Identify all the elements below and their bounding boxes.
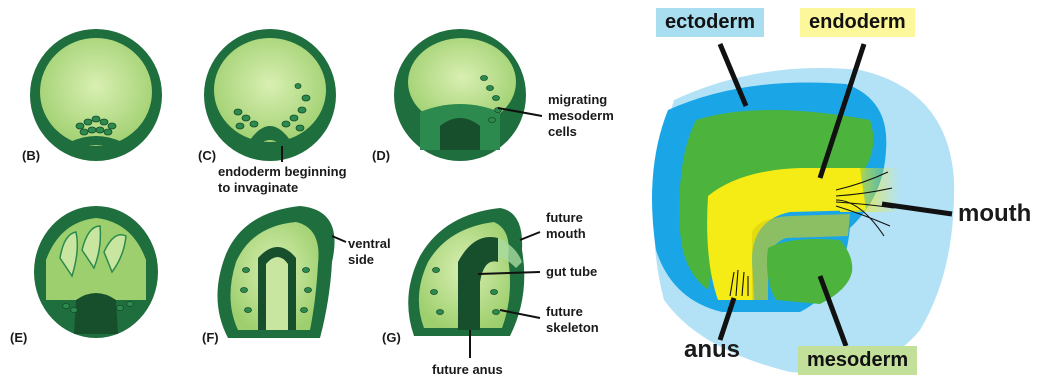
label-mouth: mouth xyxy=(958,200,1031,228)
label-future-mouth-line2: mouth xyxy=(546,226,586,242)
label-migrating-line3: cells xyxy=(548,124,614,140)
panel-label-c: (C) xyxy=(198,148,216,163)
label-ectoderm: ectoderm xyxy=(656,8,764,37)
embryo-f xyxy=(217,206,334,338)
panel-label-d: (D) xyxy=(372,148,390,163)
label-ventral-line2: side xyxy=(348,252,391,268)
label-migrating-mesoderm: migrating mesoderm cells xyxy=(548,92,614,140)
embryo-b xyxy=(30,29,162,161)
label-ventral-line1: ventral xyxy=(348,236,391,252)
leader-future-mouth xyxy=(520,232,540,240)
panel-label-b: (B) xyxy=(22,148,40,163)
label-future-mouth: future mouth xyxy=(546,210,586,242)
label-endoderm-invaginate-line2: to invaginate xyxy=(218,180,347,196)
embryo-g xyxy=(408,208,524,336)
embryo-d xyxy=(394,29,526,161)
panel-label-g: (G) xyxy=(382,330,401,345)
label-migrating-line1: migrating xyxy=(548,92,614,108)
embryo-c xyxy=(204,29,336,161)
label-endoderm-invaginate: endoderm beginning to invaginate xyxy=(218,164,347,196)
embryo-e xyxy=(34,206,158,338)
label-endoderm: endoderm xyxy=(800,8,915,37)
label-mesoderm: mesoderm xyxy=(798,346,917,375)
label-endoderm-invaginate-line1: endoderm beginning xyxy=(218,164,347,180)
panel-label-f: (F) xyxy=(202,330,219,345)
label-future-skeleton-line2: skeleton xyxy=(546,320,599,336)
label-future-anus: future anus xyxy=(432,362,503,378)
label-ventral-side: ventral side xyxy=(348,236,391,268)
label-gut-tube: gut tube xyxy=(546,264,597,280)
label-future-mouth-line1: future xyxy=(546,210,586,226)
panel-label-e: (E) xyxy=(10,330,27,345)
label-future-skeleton: future skeleton xyxy=(546,304,599,336)
label-migrating-line2: mesoderm xyxy=(548,108,614,124)
germ-layer-schematic xyxy=(652,44,954,373)
label-future-skeleton-line1: future xyxy=(546,304,599,320)
label-anus: anus xyxy=(684,336,740,364)
